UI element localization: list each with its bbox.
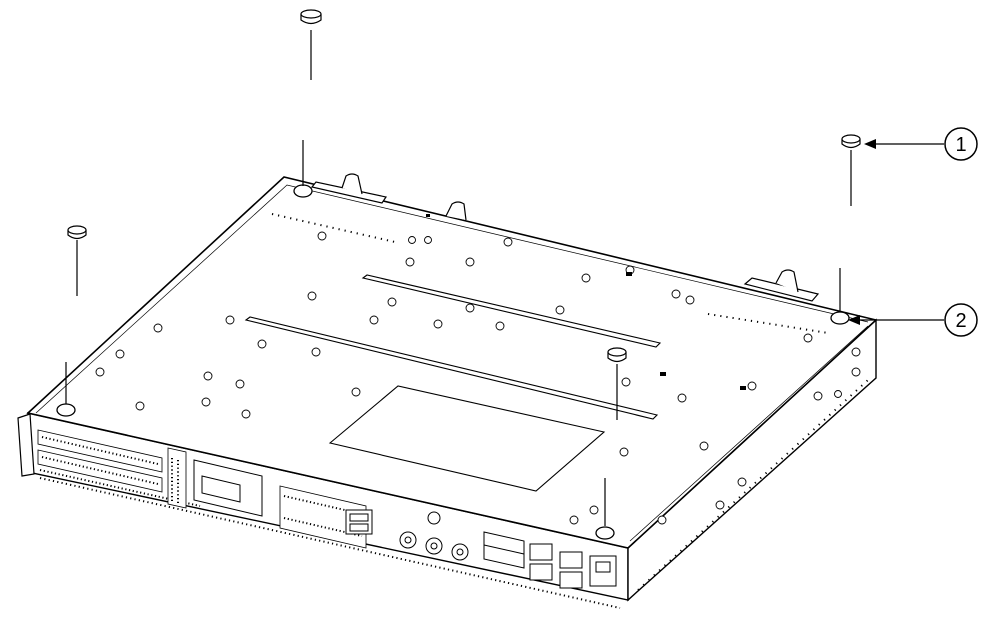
side-vent-dots (637, 379, 869, 591)
callout-2-arrowhead (848, 315, 860, 325)
screw-heads (95, 231, 861, 525)
callout-2-circle (944, 303, 978, 337)
rear-handle-left (310, 173, 467, 221)
foot-rear-left (300, 9, 322, 25)
front-coax-connectors (399, 511, 469, 561)
chassis (26, 173, 878, 602)
front-panel (17, 413, 621, 609)
small-markers (426, 214, 746, 390)
rear-handle-right (743, 269, 820, 302)
front-vent-grille-middle (279, 485, 367, 549)
callout-1-circle (944, 127, 978, 161)
front-left-ear (17, 413, 35, 477)
front-module-bay (193, 459, 263, 517)
foot-front-left (67, 225, 87, 240)
foot-rear-right (841, 134, 861, 149)
callout-1: 1 (864, 127, 978, 161)
foot-recess-front-right (595, 526, 615, 540)
front-vent-grille-left (37, 429, 201, 507)
vent-dots-left (271, 213, 396, 243)
foot-recesses (56, 184, 850, 540)
front-mesh-panel (167, 447, 187, 509)
callout-2: 2 (848, 303, 978, 337)
foot-front-right (607, 347, 627, 363)
top-slots (244, 274, 662, 420)
foot-recess-rear-left (293, 184, 313, 198)
rubber-feet (65, 9, 861, 526)
front-sfp-cages (483, 531, 525, 569)
front-rj45-ports (529, 543, 617, 589)
label-recess (328, 385, 606, 492)
callout-1-number: 1 (955, 134, 966, 156)
callout-2-number: 2 (955, 310, 966, 332)
right-edge-detail (629, 325, 869, 542)
callout-1-arrowhead (864, 139, 876, 149)
top-plate-edge (35, 184, 869, 414)
foot-recess-front-left (56, 403, 76, 417)
foot-recess-rear-right (830, 311, 850, 325)
front-usb-ports (345, 509, 373, 535)
